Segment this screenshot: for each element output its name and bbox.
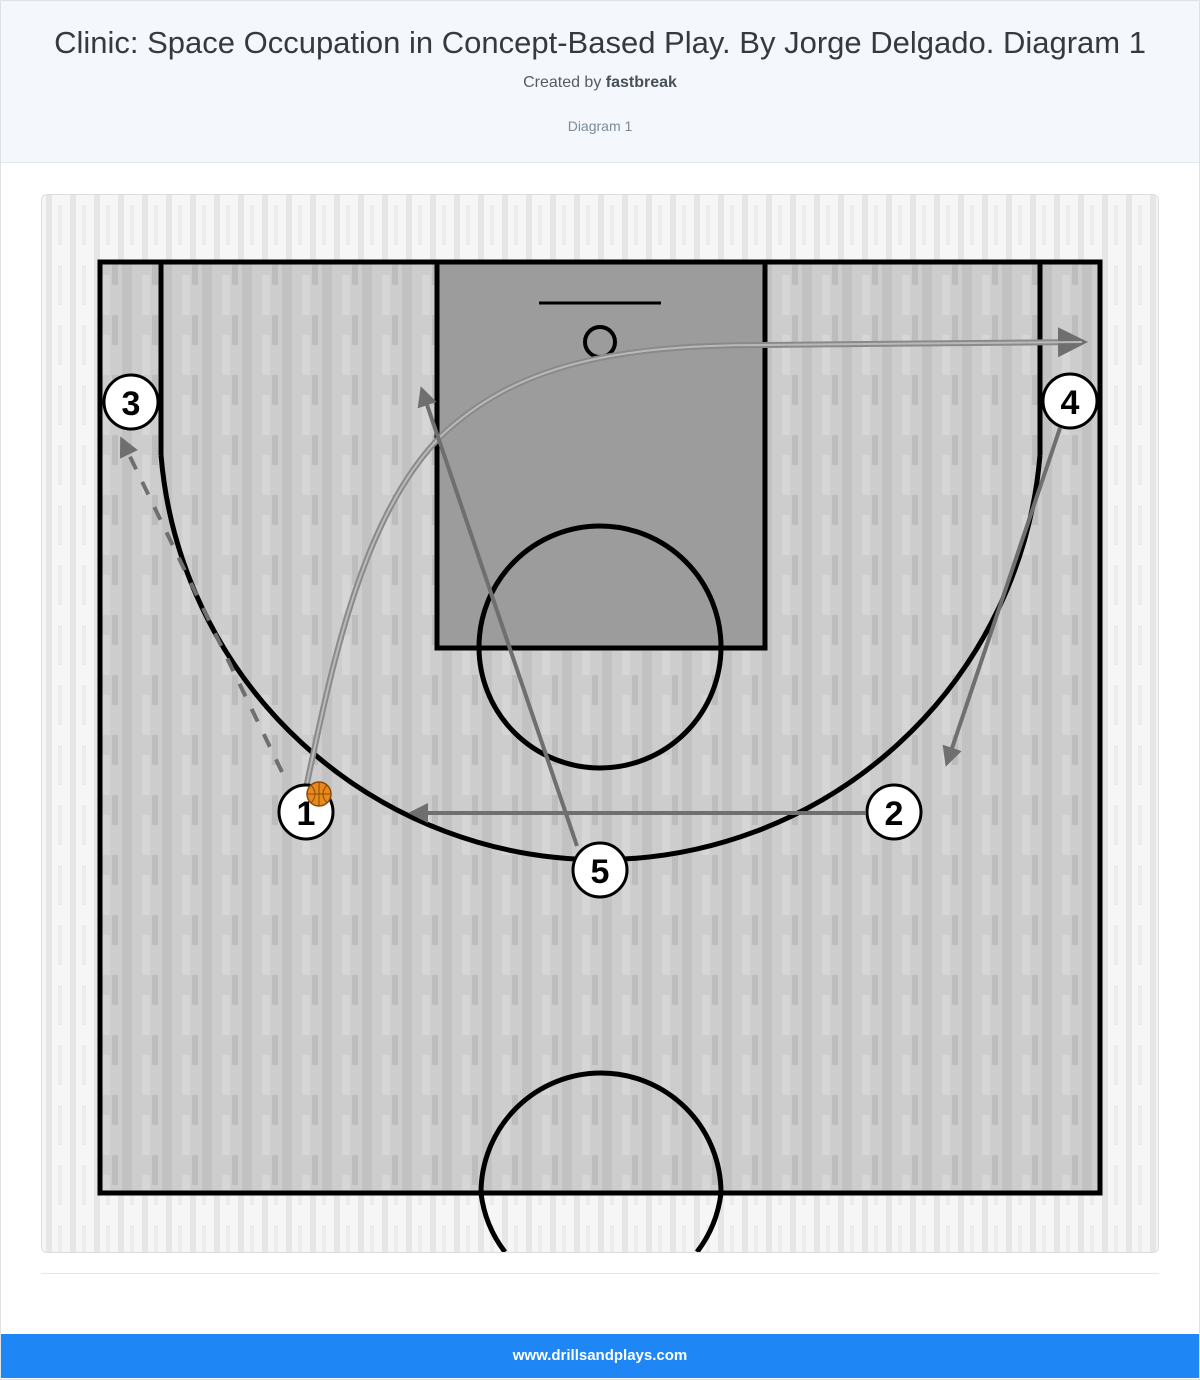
free-throw-circle [476, 523, 724, 771]
player-5[interactable]: 5 [571, 841, 629, 899]
cut-1-highlight [305, 341, 1083, 789]
player-3[interactable]: 3 [102, 373, 160, 431]
paint-area [434, 259, 768, 651]
page-title: Clinic: Space Occupation in Concept-Base… [54, 25, 1146, 60]
court-boundary [97, 259, 1103, 1196]
player-4-label: 4 [1061, 384, 1080, 422]
author-byline: Created by fastbreak [1, 74, 1199, 92]
diagram-caption: Diagram 1 [567, 118, 633, 134]
basketball-icon [306, 781, 332, 807]
footer-site-link[interactable]: www.drillsandplays.com [512, 1347, 688, 1364]
court-svg: 3 4 1 2 5 [42, 195, 1158, 1252]
center-circle-bottom-right [695, 1192, 724, 1252]
player-1[interactable]: 1 [277, 781, 335, 841]
cut-4-to-wing [942, 427, 1062, 767]
site-footer: www.drillsandplays.com [1, 1334, 1199, 1378]
player-2-label: 2 [885, 795, 904, 833]
player-5-circle [571, 841, 629, 899]
player-5-label: 5 [591, 853, 610, 891]
center-circle-top [478, 1070, 724, 1194]
dribble-path-1-to-3 [119, 436, 284, 773]
play-diagram: 3 4 1 2 5 [41, 194, 1159, 1253]
author-name[interactable]: fastbreak [605, 74, 677, 91]
divider [41, 1273, 1159, 1274]
center-circle-bottom-left [478, 1192, 507, 1252]
player-4-circle [1041, 372, 1099, 430]
created-by-label: Created by [523, 74, 602, 91]
player-3-label: 3 [122, 385, 141, 423]
page-header: Clinic: Space Occupation in Concept-Base… [1, 1, 1199, 163]
player-3-circle [102, 373, 160, 431]
cut-5-to-elbow [417, 386, 579, 847]
player-4[interactable]: 4 [1041, 372, 1099, 430]
player-2-circle [865, 783, 923, 841]
player-2[interactable]: 2 [865, 783, 923, 841]
player-1-label: 1 [297, 795, 316, 833]
